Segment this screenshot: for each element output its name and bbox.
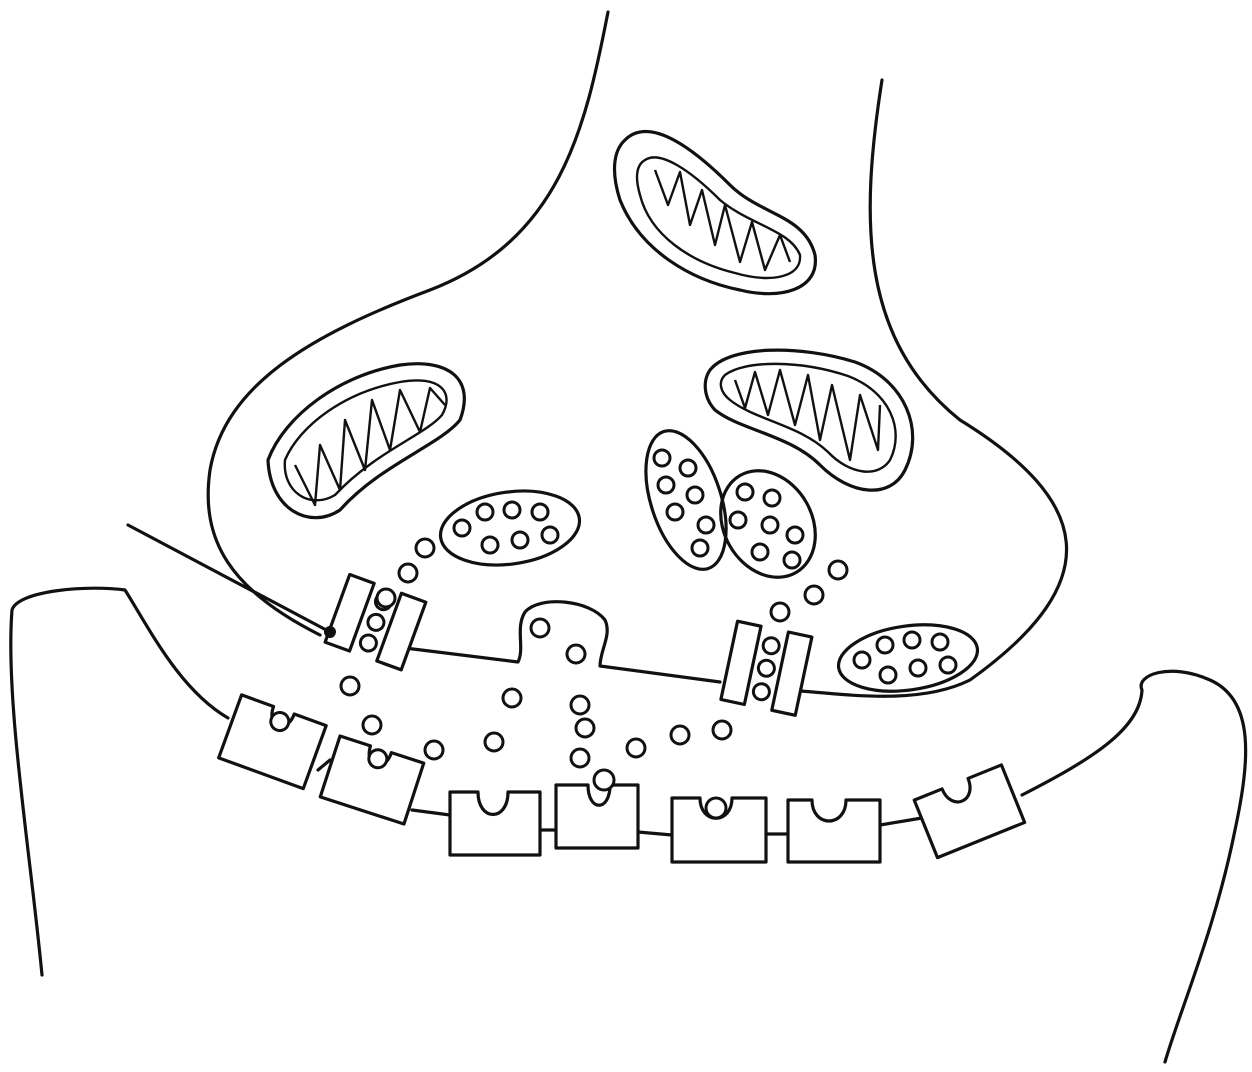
postsynaptic-membrane-segment [880, 818, 922, 825]
receptor [320, 736, 423, 824]
receptor [672, 798, 766, 862]
receptor [219, 695, 326, 789]
receptor [556, 770, 638, 848]
receptor [450, 792, 540, 855]
postsynaptic-membrane-segment [638, 832, 672, 835]
postsynaptic-membrane [11, 588, 228, 975]
leader-line [128, 525, 330, 632]
leader-line-tip [324, 626, 336, 638]
receptor [914, 765, 1024, 858]
calcium-channel [325, 574, 426, 669]
synaptic-vesicle [834, 617, 982, 700]
synaptic-vesicle [702, 454, 834, 595]
mitochondrion [705, 350, 912, 490]
mitochondrion [268, 364, 464, 518]
receptor [788, 800, 880, 862]
calcium-channel [721, 621, 812, 715]
presynaptic-membrane [405, 602, 720, 682]
postsynaptic-membrane-segment [412, 810, 450, 815]
mitochondrion [615, 132, 816, 294]
synaptic-vesicle [630, 421, 741, 580]
postsynaptic-membrane-right [1022, 671, 1246, 1062]
synaptic-vesicle [436, 483, 585, 574]
